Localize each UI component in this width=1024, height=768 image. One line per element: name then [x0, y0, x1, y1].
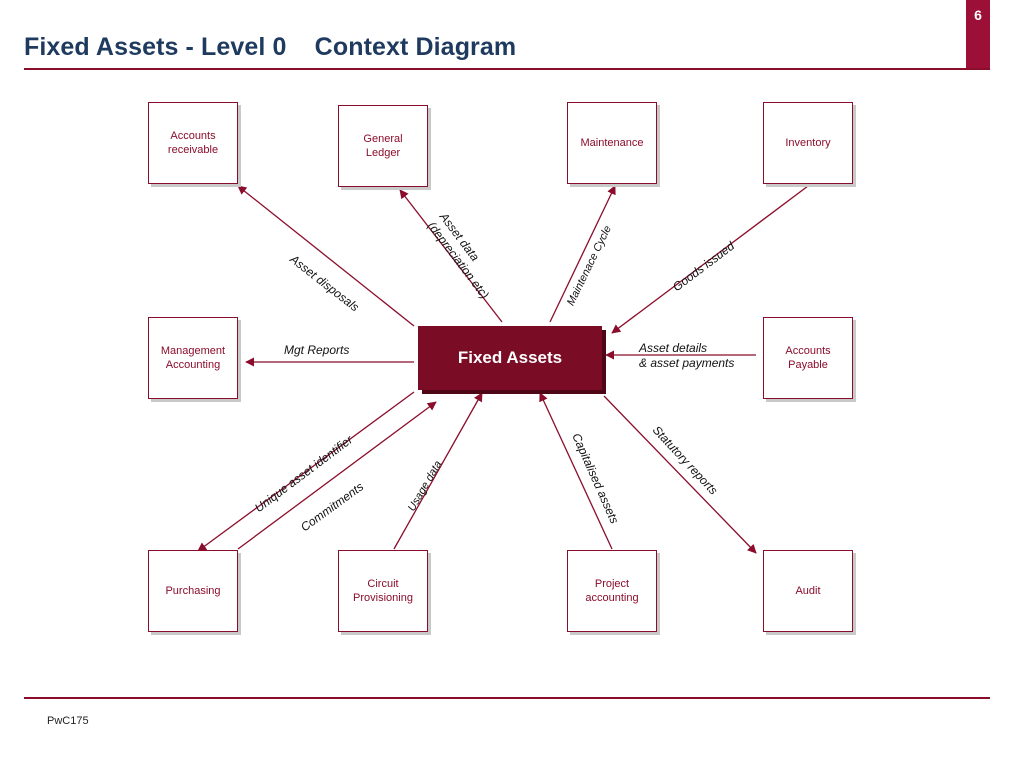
label-asset-details: Asset details & asset payments — [639, 341, 735, 370]
page-title: Fixed Assets - Level 0 Context Diagram — [24, 33, 517, 61]
label-mgt-reports: Mgt Reports — [284, 343, 350, 357]
entity-inventory: Inventory — [763, 102, 853, 184]
footer-code: PwC175 — [47, 715, 89, 727]
entity-audit: Audit — [763, 550, 853, 632]
flow-usage-data-arrow — [393, 392, 483, 550]
entity-project-accounting: Project accounting — [567, 550, 657, 632]
entity-management-accounting: Management Accounting — [148, 317, 238, 399]
flow-asset-data-arrow — [399, 189, 503, 323]
footer-divider — [24, 697, 990, 699]
entity-accounts-payable: Accounts Payable — [763, 317, 853, 399]
entity-accounts-receivable: Accounts receivable — [148, 102, 238, 184]
entity-circuit-provisioning: Circuit Provisioning — [338, 550, 428, 632]
entity-maintenance: Maintenance — [567, 102, 657, 184]
header-divider — [24, 68, 990, 70]
flow-asset-disposals-arrow — [237, 185, 415, 327]
flow-goods-issued-arrow — [611, 185, 809, 334]
flow-capitalised-assets-arrow — [539, 392, 613, 550]
central-process-fixed-assets: Fixed Assets — [418, 326, 602, 390]
flow-statutory-reports-arrow — [603, 395, 757, 554]
flow-commitments-arrow — [237, 401, 437, 550]
flow-unique-asset-identifier-arrow — [197, 391, 415, 552]
page-number-badge: 6 — [966, 0, 990, 68]
flow-maintenance-cycle-arrow — [549, 185, 616, 323]
entity-purchasing: Purchasing — [148, 550, 238, 632]
entity-general-ledger: General Ledger — [338, 105, 428, 187]
